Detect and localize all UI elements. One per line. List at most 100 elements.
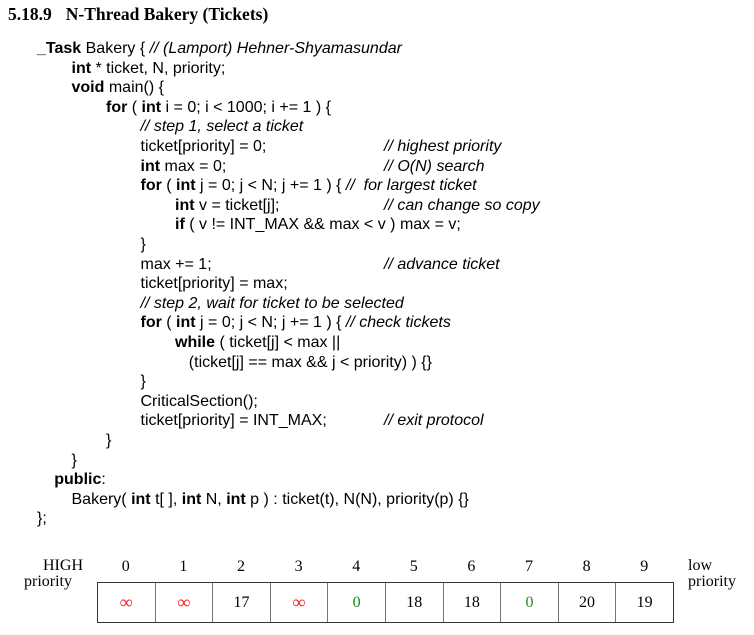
code-line: };	[37, 509, 47, 529]
code-text: ticket[priority] = INT_MAX;	[140, 412, 327, 430]
trailing-comment: // O(N) search	[384, 157, 485, 175]
code-text: }	[140, 373, 146, 391]
code-line: }	[106, 431, 111, 451]
code-text: ( v != INT_MAX && max < v ) max = v;	[184, 216, 461, 234]
ticket-cell: ∞	[98, 583, 156, 622]
code-line: Bakery( int t[ ], int N, int p ) : ticke…	[72, 490, 469, 510]
comment: // (Lamport) Hehner-Shyamasundar	[149, 40, 402, 57]
keyword: public	[54, 471, 102, 489]
comment: // check tickets	[345, 314, 451, 332]
keyword: int	[140, 157, 161, 175]
index-label: 0	[121, 558, 130, 575]
code-line: CriticalSection();	[141, 392, 258, 412]
section-number: 5.18.9	[8, 4, 52, 24]
keyword: int	[176, 314, 196, 332]
keyword: int	[141, 98, 162, 116]
code-text: (	[127, 98, 142, 116]
code-line: while ( ticket[j] < max ||	[175, 333, 340, 353]
code-text: (	[161, 177, 177, 195]
code-text: max = 0;	[160, 157, 227, 175]
code-line: void main() {	[72, 78, 164, 98]
code-text: ticket[priority] = 0;	[140, 138, 267, 155]
index-label: 4	[352, 558, 361, 575]
keyword: void	[71, 79, 105, 97]
keyword: int	[176, 177, 196, 195]
code-text: ticket[priority] = max;	[140, 275, 288, 293]
keyword: int	[175, 196, 195, 214]
ticket-cell: ∞	[156, 583, 214, 622]
code-line: // step 2, wait for ticket to be selecte…	[141, 294, 404, 314]
code-text: N,	[201, 490, 227, 508]
ticket-cell: 17	[213, 583, 271, 622]
code-text: j = 0; j < N; j += 1 ) {	[195, 177, 346, 195]
trailing-comment: // can change so copy	[384, 196, 540, 214]
keyword: if	[175, 216, 185, 234]
code-text: v = ticket[j];	[194, 196, 280, 214]
comment: // step 1, select a ticket	[140, 118, 304, 136]
code-text: Bakery(	[71, 490, 132, 508]
code-text: CriticalSection();	[140, 392, 258, 410]
comment: // step 2, wait for ticket to be selecte…	[140, 294, 404, 312]
code-text: p ) : ticket(t), N(N), priority(p) {}	[245, 490, 469, 508]
code-text: max += 1;	[140, 255, 212, 273]
trailing-comment: // exit protocol	[384, 412, 484, 430]
ticket-cell: 20	[559, 583, 617, 622]
code-text: * ticket, N, priority;	[91, 59, 226, 77]
code-line: _Task Bakery { // (Lamport) Hehner-Shyam…	[37, 39, 402, 59]
code-line: for ( int i = 0; i < 1000; i += 1 ) {	[106, 98, 331, 118]
code-line: for ( int j = 0; j < N; j += 1 ) { // fo…	[141, 176, 477, 196]
index-label: 9	[640, 558, 649, 575]
index-label: 1	[179, 558, 188, 575]
code-line: public:	[54, 470, 106, 490]
code-line: for ( int j = 0; j < N; j += 1 ) { // ch…	[141, 313, 451, 333]
code-text: };	[37, 510, 47, 528]
code-text: i = 0; i < 1000; i += 1 ) {	[161, 98, 331, 116]
code-text: :	[101, 471, 106, 489]
code-text: (	[161, 314, 177, 332]
code-line: max += 1; // advance ticket	[140, 255, 500, 275]
ticket-cell: ∞	[271, 583, 329, 622]
keyword: for	[140, 177, 162, 195]
code-text: Bakery {	[81, 40, 150, 57]
code-text: }	[140, 236, 146, 253]
keyword: for	[106, 98, 128, 116]
index-label: 3	[294, 558, 303, 575]
ticket-cell: 18	[386, 583, 444, 622]
keyword: for	[140, 314, 162, 332]
keyword: int	[181, 490, 202, 508]
code-line: }	[72, 451, 77, 471]
index-label: 2	[236, 558, 245, 575]
code-line: }	[141, 372, 146, 392]
keyword: int	[226, 490, 246, 508]
trailing-comment: // advance ticket	[384, 255, 500, 273]
code-line: ticket[priority] = INT_MAX; // exit proto…	[140, 411, 484, 431]
index-label: 5	[409, 558, 418, 575]
section-heading: 5.18.9 N-Thread Bakery (Tickets)	[8, 4, 268, 25]
code-line: ticket[priority] = 0;// highest priority	[140, 137, 502, 157]
ticket-cell: 18	[444, 583, 502, 622]
code-line: if ( v != INT_MAX && max < v ) max = v;	[175, 215, 461, 235]
keyword: int	[131, 490, 151, 508]
code-text: t[ ],	[150, 490, 182, 508]
code-line: (ticket[j] == max && j < priority) ) {}	[189, 353, 432, 373]
code-text: }	[106, 432, 112, 449]
comment: // for largest ticket	[345, 177, 477, 195]
high-label-line2: priority	[24, 573, 72, 590]
code-line: int * ticket, N, priority;	[72, 59, 226, 79]
keyword: while	[175, 334, 216, 351]
code-text: }	[71, 451, 77, 469]
code-line: // step 1, select a ticket	[141, 117, 304, 137]
index-label: 8	[582, 558, 591, 575]
ticket-cell: 0	[328, 583, 386, 622]
low-label-line1: low	[688, 557, 712, 574]
index-label: 7	[524, 558, 533, 575]
ticket-cell: 0	[501, 583, 559, 622]
code-line: int max = 0; // O(N) search	[140, 157, 485, 177]
code-text: main() {	[104, 79, 164, 97]
keyword: int	[71, 59, 92, 77]
code-line: ticket[priority] = max;	[141, 274, 288, 294]
section-title: N-Thread Bakery (Tickets)	[65, 4, 269, 24]
